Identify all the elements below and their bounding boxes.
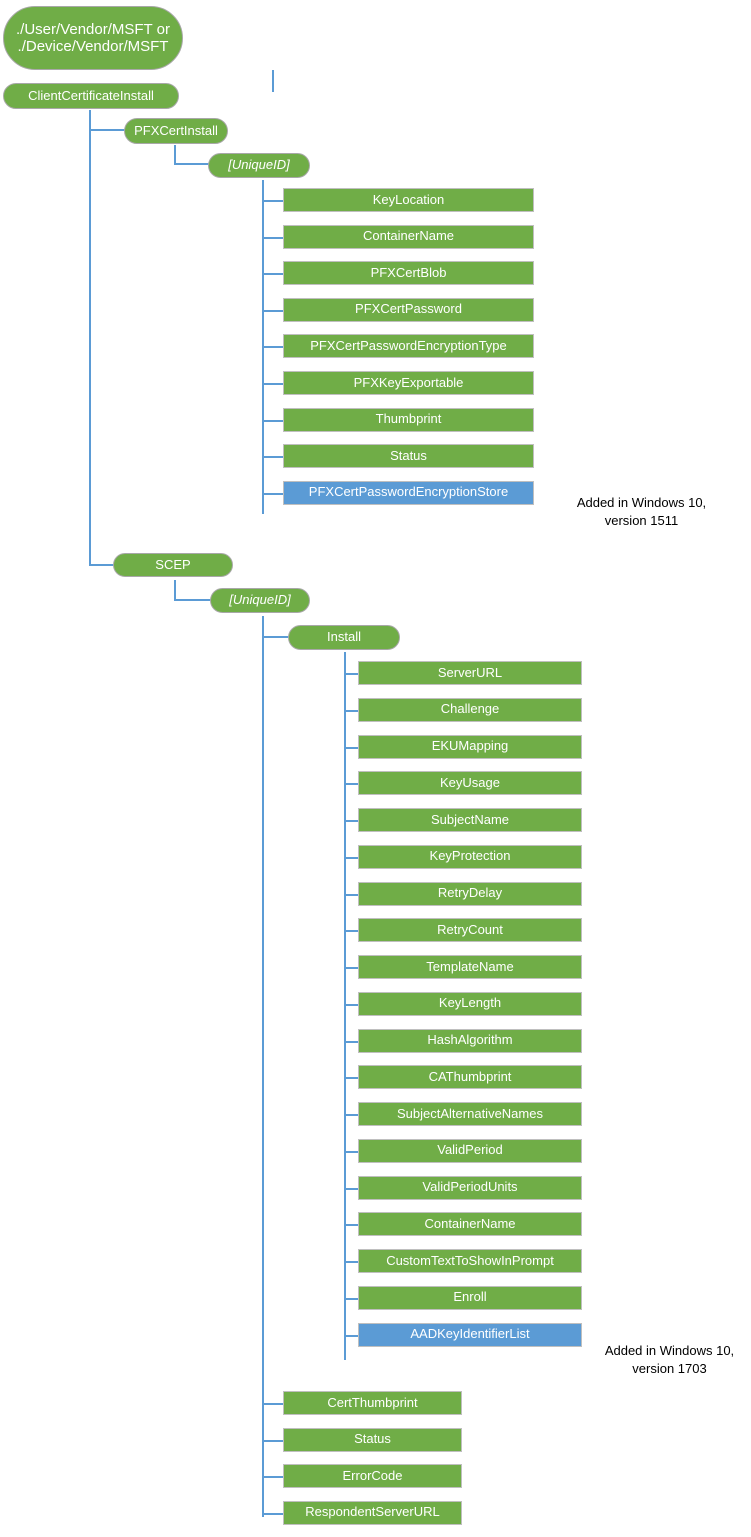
node-retrydelay[interactable]: RetryDelay (358, 881, 582, 906)
connector-stub (262, 273, 283, 276)
annotation-scep-added-version: Added in Windows 10, version 1703 (604, 1343, 735, 1376)
connector-scep-uniqueid-trunk (262, 616, 264, 1517)
node-pfx-cert-install[interactable]: PFXCertInstall (124, 118, 228, 144)
connector-stub (344, 746, 358, 749)
node-hashalgorithm[interactable]: HashAlgorithm (358, 1028, 582, 1053)
node-pfxcertpasswordencryptiontype[interactable]: PFXCertPasswordEncryptionType (283, 334, 534, 359)
node-validperiod[interactable]: ValidPeriod (358, 1138, 582, 1163)
connector-scep-to-uniqueid (174, 599, 212, 601)
connector-stub (344, 709, 358, 712)
connector-stub (262, 456, 283, 459)
node-customtexttoshowinprompt[interactable]: CustomTextToShowInPrompt (358, 1249, 582, 1273)
node-retrycount[interactable]: RetryCount (358, 918, 582, 943)
node-containername[interactable]: ContainerName (283, 224, 534, 249)
connector-cci-to-pfxcertinstall (89, 129, 126, 131)
node-cathumbprint[interactable]: CAThumbprint (358, 1065, 582, 1090)
connector-stub (344, 1150, 358, 1153)
node-enroll[interactable]: Enroll (358, 1285, 582, 1310)
connector-pfxcertinstall-to-uniqueid (174, 163, 210, 165)
connector-cci-trunk (89, 110, 91, 565)
node-subjectalternativenames[interactable]: SubjectAlternativeNames (358, 1102, 582, 1126)
node-thumbprint[interactable]: Thumbprint (283, 407, 534, 432)
node-templatename[interactable]: TemplateName (358, 955, 582, 979)
node-keylocation[interactable]: KeyLocation (283, 188, 534, 212)
connector-stub (262, 236, 283, 239)
connector-stub (344, 930, 358, 933)
connector-install-trunk (344, 652, 346, 1360)
connector-stub (344, 783, 358, 786)
connector-stub (262, 419, 283, 422)
connector-stub (344, 1334, 358, 1337)
node-root[interactable]: ./User/Vendor/MSFT or ./Device/Vendor/MS… (3, 6, 183, 70)
connector-cci-to-scep (89, 564, 114, 566)
connector-scep-trunk (174, 580, 176, 600)
node-pfxcertblob[interactable]: PFXCertBlob (283, 261, 534, 286)
node-scep-unique-id[interactable]: [UniqueID] (210, 588, 310, 613)
connector-stub (344, 1261, 358, 1263)
connector-stub (344, 1297, 358, 1300)
node-keyprotection[interactable]: KeyProtection (358, 844, 582, 869)
connector-stub (344, 1114, 358, 1116)
node-scep-install[interactable]: Install (288, 625, 400, 650)
node-status[interactable]: Status (283, 1427, 462, 1452)
connector-stub (262, 492, 283, 495)
annotation-pfx-added-version: Added in Windows 10, version 1511 (576, 495, 707, 528)
node-subjectname[interactable]: SubjectName (358, 808, 582, 832)
node-aadkeyidentifierlist[interactable]: AADKeyIdentifierList (358, 1322, 582, 1347)
node-containername[interactable]: ContainerName (358, 1212, 582, 1237)
node-pfxkeyexportable[interactable]: PFXKeyExportable (283, 371, 534, 395)
node-scep[interactable]: SCEP (113, 553, 233, 577)
node-ekumapping[interactable]: EKUMapping (358, 734, 582, 759)
connector-scep-uniqueid-to-install (262, 636, 292, 638)
connector-pfxcertinstall-trunk (174, 145, 176, 165)
node-errorcode[interactable]: ErrorCode (283, 1464, 462, 1489)
connector-stub (344, 1224, 358, 1227)
connector-stub (262, 309, 283, 312)
node-status[interactable]: Status (283, 444, 534, 469)
node-certthumbprint[interactable]: CertThumbprint (283, 1391, 462, 1415)
connector-stub (344, 893, 358, 896)
connector-stub (262, 200, 283, 202)
node-respondentserverurl[interactable]: RespondentServerURL (283, 1500, 462, 1525)
connector-stub (344, 1040, 358, 1043)
node-challenge[interactable]: Challenge (358, 697, 582, 722)
connector-stub (262, 1512, 283, 1515)
connector-stub (344, 967, 358, 969)
connector-stub (344, 673, 358, 675)
connector-stub (344, 1077, 358, 1080)
connector-stub (262, 383, 283, 385)
node-pfx-unique-id[interactable]: [UniqueID] (208, 153, 310, 178)
connector-stub (344, 820, 358, 822)
connector-stub (262, 346, 283, 349)
connector-stub (344, 1187, 358, 1190)
connector-stub (344, 856, 358, 859)
connector-stub (344, 1003, 358, 1006)
node-keyusage[interactable]: KeyUsage (358, 771, 582, 796)
node-client-certificate-install[interactable]: ClientCertificateInstall (3, 83, 179, 109)
connector-stub (262, 1476, 283, 1479)
node-keylength[interactable]: KeyLength (358, 991, 582, 1016)
connector-root-to-cci (272, 70, 274, 92)
node-serverurl[interactable]: ServerURL (358, 661, 582, 685)
node-validperiodunits[interactable]: ValidPeriodUnits (358, 1175, 582, 1200)
node-pfxcertpasswordencryptionstore[interactable]: PFXCertPasswordEncryptionStore (283, 480, 534, 505)
connector-stub (262, 1439, 283, 1442)
connector-stub (262, 1403, 283, 1405)
node-pfxcertpassword[interactable]: PFXCertPassword (283, 297, 534, 322)
